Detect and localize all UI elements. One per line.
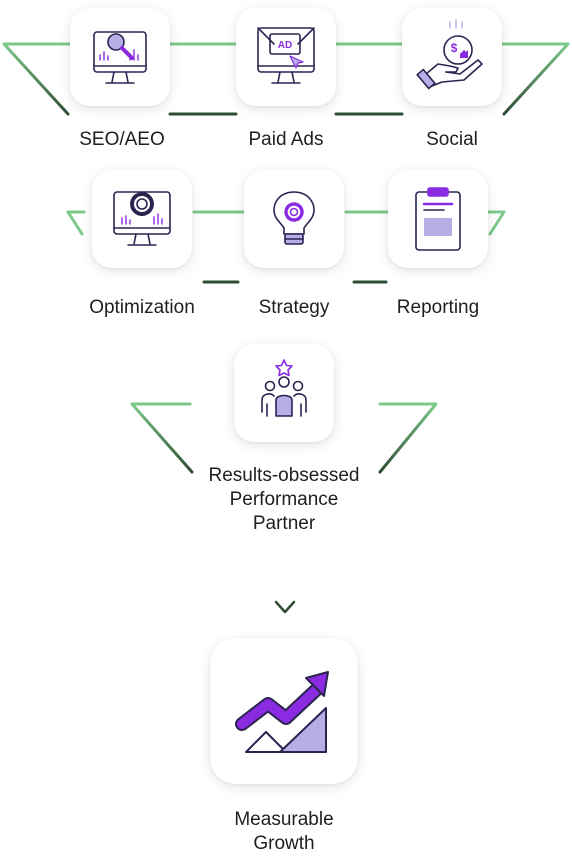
reporting-tile bbox=[388, 170, 488, 268]
seo-label: SEO/AEO bbox=[79, 129, 165, 150]
partner-label-line-3: Partner bbox=[252, 513, 316, 534]
social-label: Social bbox=[426, 129, 478, 150]
growth-label: Measurable Growth bbox=[208, 808, 360, 856]
paid-ads-label: Paid Ads bbox=[248, 129, 324, 150]
partner-label: Results-obsessed Performance Partner bbox=[186, 464, 382, 536]
paid-ads-tile: AD bbox=[236, 8, 336, 106]
growth-chart-arrow-icon bbox=[235, 671, 329, 753]
strategy-tile bbox=[244, 170, 344, 268]
row2-funnel-connector bbox=[66, 210, 506, 284]
growth-label-line-2: Growth bbox=[253, 833, 315, 854]
partner-tile bbox=[234, 344, 334, 442]
reporting-label: Reporting bbox=[396, 297, 480, 318]
row1-funnel-connector bbox=[2, 42, 570, 116]
partner-label-line-1: Results-obsessed bbox=[208, 465, 360, 486]
optimization-tile bbox=[92, 170, 192, 268]
optimization-label: Optimization bbox=[89, 297, 195, 318]
ad-badge-text: AD bbox=[278, 40, 292, 51]
strategy-label: Strategy bbox=[258, 297, 330, 318]
growth-tile bbox=[210, 638, 358, 784]
reporting-clipboard-icon bbox=[415, 187, 461, 251]
growth-label-line-1: Measurable bbox=[234, 809, 334, 830]
partner-label-line-2: Performance bbox=[229, 489, 339, 510]
strategy-lightbulb-icon bbox=[273, 191, 315, 245]
down-arrow-connector bbox=[274, 536, 296, 614]
partner-funnel-connector bbox=[130, 402, 438, 474]
team-star-icon bbox=[261, 359, 307, 417]
coin-dollar-text: $ bbox=[451, 41, 458, 55]
seo-tile bbox=[70, 8, 170, 106]
optimization-monitor-gear-icon bbox=[113, 191, 171, 246]
paid-ads-monitor-icon: AD bbox=[257, 27, 315, 84]
social-tile: $ bbox=[402, 8, 502, 106]
social-hand-coin-icon: $ bbox=[416, 19, 483, 90]
seo-monitor-magnifier-icon bbox=[93, 31, 147, 84]
